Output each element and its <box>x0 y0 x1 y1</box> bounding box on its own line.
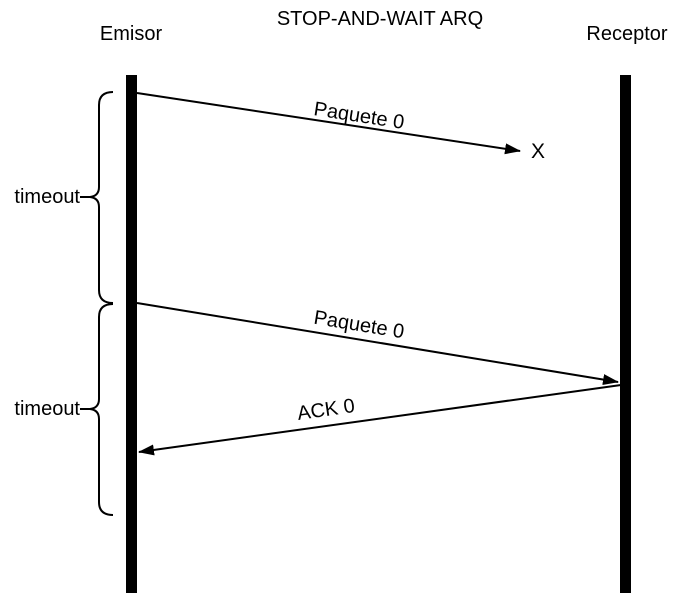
receptor-lifeline <box>620 75 631 593</box>
receiver-lifeline-label: Receptor <box>586 23 668 45</box>
packet-loss-x-marker: X <box>530 140 545 163</box>
timeout-brace-1 <box>89 91 114 304</box>
diagram-title: STOP-AND-WAIT ARQ <box>276 8 484 30</box>
timeout-brace-2 <box>89 303 114 516</box>
ack0-arrow <box>138 384 622 456</box>
packet0-retransmit-arrow <box>136 302 619 385</box>
sender-lifeline-label: Emisor <box>99 23 163 45</box>
packet0-lost-arrow <box>136 92 521 155</box>
timeout-label-2: timeout <box>14 398 80 420</box>
timeout-label-1: timeout <box>14 186 80 208</box>
emisor-lifeline <box>126 75 137 593</box>
